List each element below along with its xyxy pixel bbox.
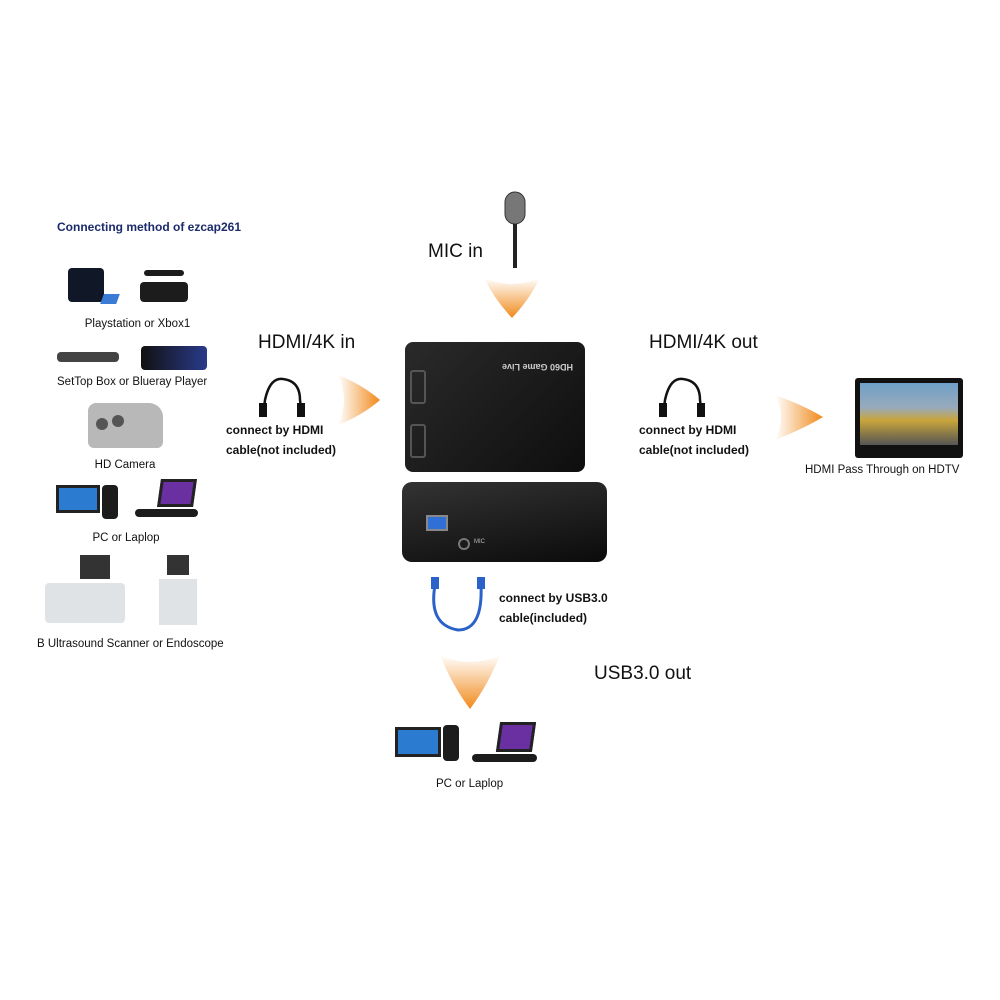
pc-image [56,485,121,520]
laptop-image [135,479,198,519]
hdmi-in-port-icon [410,370,426,404]
arrow-right-icon [338,375,380,425]
usb-out-label: USB3.0 out [594,663,692,684]
xbox-image [140,270,190,310]
settop-box-image [57,352,119,362]
usb-cable-line1: connect by USB3.0 [499,591,608,605]
endoscope-image [155,555,200,630]
hdmi-in-cable-line2: cable(not included) [226,443,337,457]
capture-device-top-view: HD60 Game Live [405,342,585,472]
playstation-image [50,268,120,308]
mic-in-label: MIC in [428,241,483,262]
capture-device-front-view: MIC [402,482,607,562]
arrow-down-icon [484,278,540,318]
hdmi-in-label: HDMI/4K in [258,332,356,353]
source-label-consoles: Playstation or Xbox1 [84,318,191,330]
hd-camera-image [88,403,163,448]
arrow-right-icon [775,395,823,440]
source-label-settop: SetTop Box or Blueray Player [57,376,208,388]
hdmi-cable-icon [659,377,705,417]
source-label-camera: HD Camera [94,459,156,471]
mic-jack-icon [458,538,470,550]
source-label-medical: B Ultrasound Scanner or Endoscope [37,638,224,650]
hdtv-image [855,378,963,458]
usb-port-icon [426,515,448,531]
laptop-image [472,722,537,764]
source-label-pc: PC or Laplop [92,532,160,544]
hdmi-cable-icon [259,377,305,417]
arrow-down-icon [440,655,500,709]
hdmi-out-cable-line2: cable(not included) [639,443,750,457]
hdtv-label: HDMI Pass Through on HDTV [805,464,960,476]
mic-port-label: MIC [474,539,485,545]
usb-target-label: PC or Laplop [436,778,504,790]
hdmi-in-cable-line1: connect by HDMI [226,423,324,437]
device-brand-text: HD60 Game Live [501,362,573,372]
microphone-icon [504,191,526,268]
usb-cable-icon [431,577,485,632]
usb-cable-line2: cable(included) [499,611,588,625]
hdmi-out-cable-line1: connect by HDMI [639,423,737,437]
ultrasound-scanner-image [45,555,125,630]
pc-image [395,725,460,763]
diagram-title: Connecting method of ezcap261 [57,220,242,234]
bluray-player-image [141,346,207,370]
hdmi-out-port-icon [410,424,426,458]
hdmi-out-label: HDMI/4K out [649,332,758,353]
